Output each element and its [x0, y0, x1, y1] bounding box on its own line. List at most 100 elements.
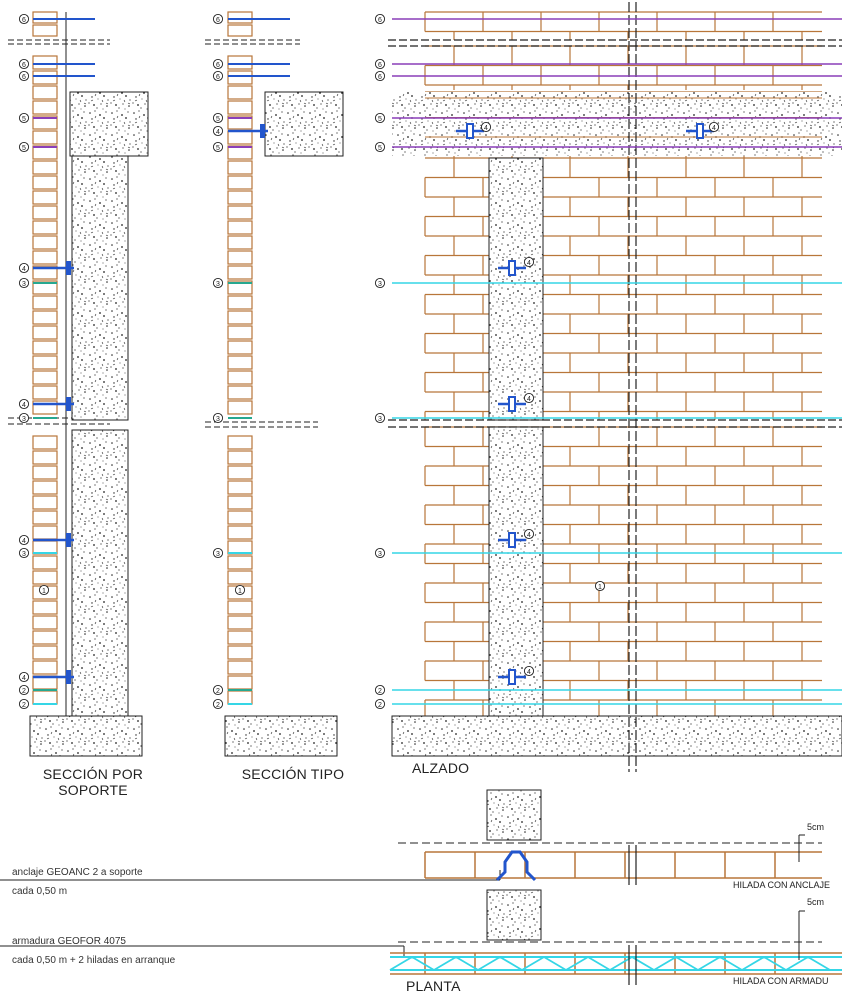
typical-lower-brick [227, 630, 253, 645]
column-upper [488, 157, 544, 421]
marker-number: 5 [22, 116, 26, 123]
marker-circle [374, 412, 386, 424]
support-lower-brick [32, 510, 58, 525]
section-support-title-line1: SECCIÓN POR [42, 766, 144, 782]
marker-circle [18, 70, 30, 82]
marker-number: 2 [378, 702, 382, 709]
support-top-brick [32, 24, 58, 37]
anchor-plate [260, 124, 265, 138]
marker-circle [374, 277, 386, 289]
typical-upper-brick [227, 115, 253, 130]
marker-circle [38, 584, 50, 596]
marker-number: 3 [22, 551, 26, 558]
support-upper-brick [32, 280, 58, 295]
marker-circle [212, 13, 224, 25]
marker-number: 3 [378, 416, 382, 423]
marker-number: 4 [216, 129, 220, 136]
typical-lower-brick [227, 480, 253, 495]
support-upper-brick [32, 250, 58, 265]
foundation [29, 715, 143, 757]
section-by-support [8, 11, 149, 757]
marker-circle [212, 412, 224, 424]
typical-lower-brick [227, 555, 253, 570]
marker-circle [18, 141, 30, 153]
marker-circle [18, 698, 30, 710]
typical-upper-brick [227, 100, 253, 115]
typical-upper-brick [227, 340, 253, 355]
marker-circle [212, 70, 224, 82]
column-lower [71, 429, 129, 717]
marker-circle [18, 684, 30, 696]
marker-circle [18, 277, 30, 289]
anchor-plate [66, 261, 71, 275]
typical-upper-brick [227, 370, 253, 385]
anchor-bracket [508, 532, 516, 548]
anchor-plate [66, 397, 71, 411]
marker-number: 3 [22, 281, 26, 288]
marker-number: 2 [22, 702, 26, 709]
marker-circle [374, 70, 386, 82]
anchor-plate [66, 670, 71, 684]
support-lower-brick [32, 465, 58, 480]
plan-view [0, 789, 842, 985]
column-lower [488, 426, 544, 717]
marker-number: 1 [238, 588, 242, 595]
marker-circle [18, 534, 30, 546]
marker-number: 4 [527, 396, 531, 403]
marker-circle [374, 684, 386, 696]
marker-number: 6 [378, 62, 382, 69]
marker-circle [212, 141, 224, 153]
support-lower-brick [32, 660, 58, 675]
marker-number: 3 [216, 416, 220, 423]
typical-upper-brick [227, 250, 253, 265]
slab [69, 91, 149, 157]
column-upper [71, 155, 129, 421]
marker-circle [18, 58, 30, 70]
typical-upper-brick [227, 325, 253, 340]
reinforcement-spacing-note: cada 0,50 m + 2 hiladas en arranque [12, 955, 176, 966]
typical-upper-brick [227, 235, 253, 250]
support-lower-brick [32, 630, 58, 645]
marker-circle [374, 698, 386, 710]
marker-number: 4 [484, 125, 488, 132]
marker-number: 2 [378, 688, 382, 695]
support-upper-brick [32, 310, 58, 325]
marker-circle [212, 698, 224, 710]
course-with-anchor-label: HILADA CON ANCLAJE [733, 880, 831, 890]
support-lower-brick [32, 435, 58, 450]
marker-circle [594, 580, 606, 592]
support-lower-brick [32, 450, 58, 465]
typical-upper-brick [227, 175, 253, 190]
marker-number: 3 [216, 281, 220, 288]
typical-lower-brick [227, 570, 253, 585]
support-lower-brick [32, 480, 58, 495]
slab [264, 91, 344, 157]
marker-number: 4 [22, 402, 26, 409]
marker-circle [374, 13, 386, 25]
typical-lower-brick [227, 465, 253, 480]
marker-number: 6 [216, 62, 220, 69]
typical-upper-brick [227, 295, 253, 310]
support-lower-brick [32, 600, 58, 615]
typical-upper-brick [227, 220, 253, 235]
marker-circle [212, 58, 224, 70]
support-upper-brick [32, 70, 58, 85]
support-upper-brick [32, 370, 58, 385]
support-upper-brick [32, 325, 58, 340]
support-upper-brick [32, 55, 58, 70]
marker-circle [523, 392, 535, 404]
typical-lower-brick [227, 690, 253, 705]
typical-top-brick [227, 11, 253, 24]
typical-upper-brick [227, 280, 253, 295]
anchor-plate [66, 533, 71, 547]
marker-circle [523, 665, 535, 677]
support-lower-brick [32, 495, 58, 510]
support-upper-brick [32, 160, 58, 175]
plan-column-upper [486, 789, 542, 841]
support-lower-brick [32, 615, 58, 630]
marker-circle [212, 112, 224, 124]
elevation-view [388, 2, 842, 772]
anchor-bracket [696, 123, 704, 139]
plan-column-lower [486, 889, 542, 941]
